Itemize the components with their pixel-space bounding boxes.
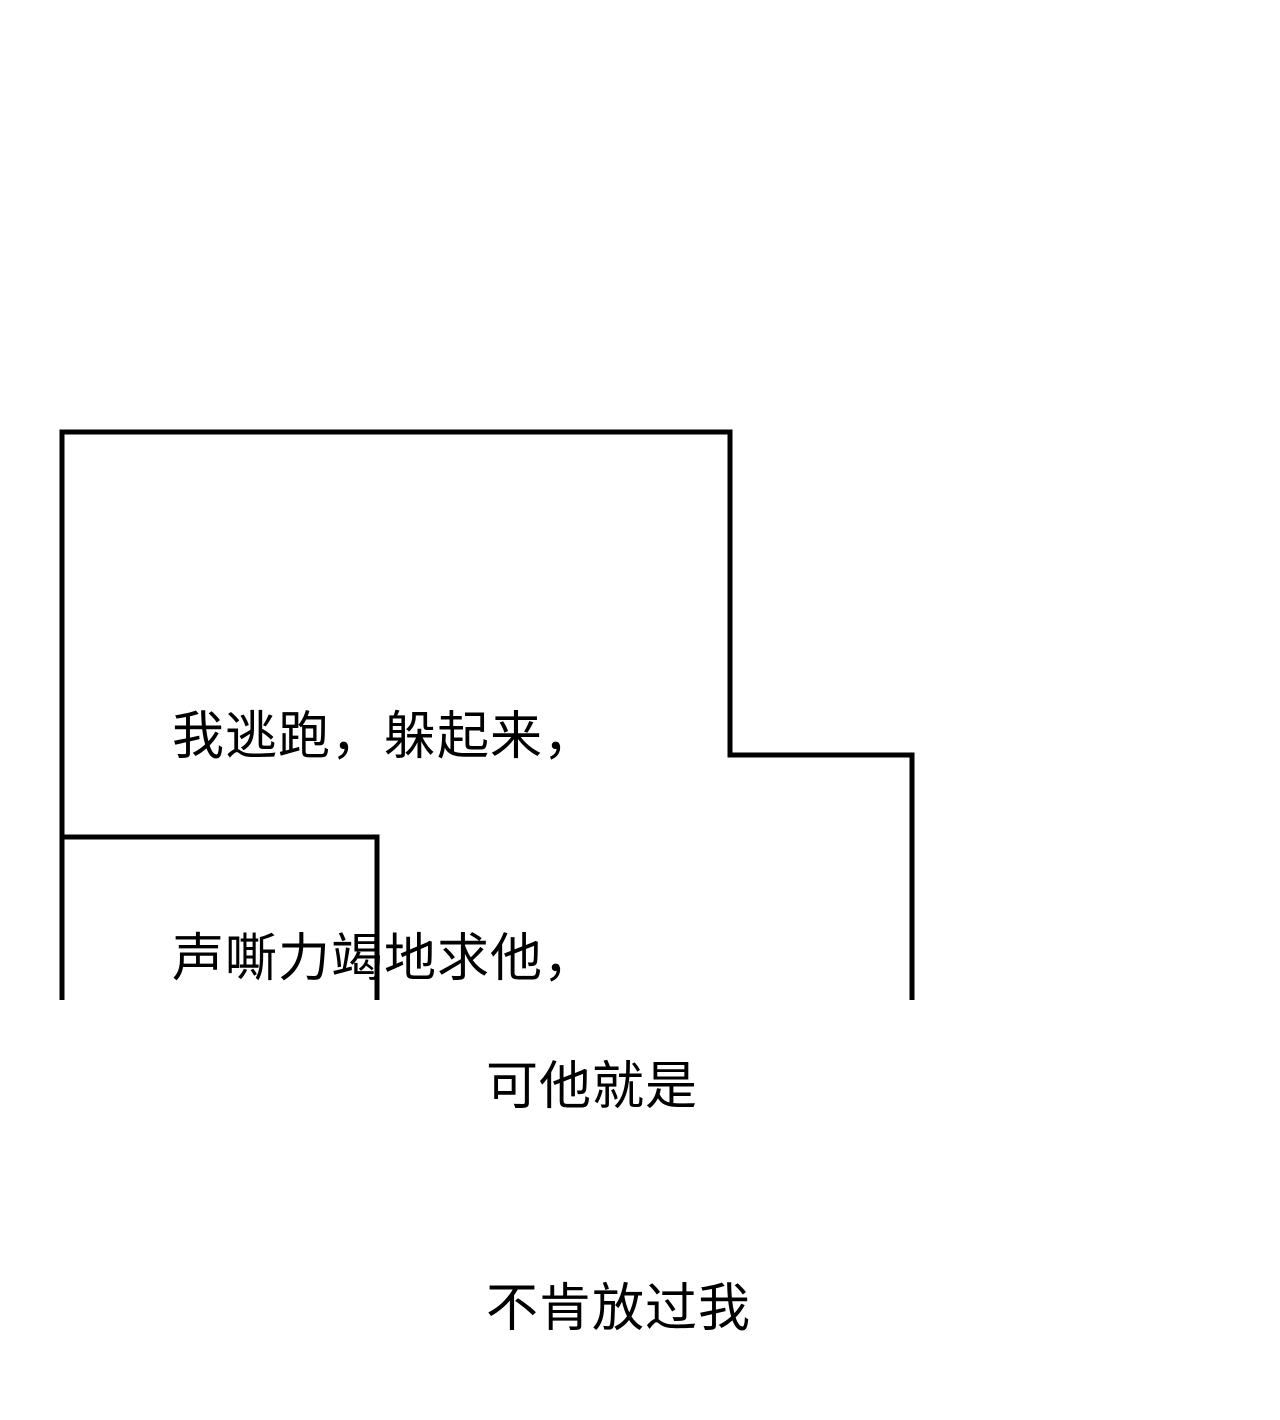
caption-line: 不肯放过我	[486, 1279, 752, 1339]
inner-step-path	[62, 834, 380, 1000]
text-box-outline	[59, 429, 915, 1000]
narration-caption-upper: 我逃跑，躲起来， 声嘶力竭地求他，	[172, 552, 596, 1070]
caption-line: 声嘶力竭地求他，	[172, 929, 597, 989]
caption-line: 我逃跑，躲起来，	[172, 707, 597, 767]
caption-line: 可他就是	[486, 1057, 699, 1117]
narration-caption-lower: 可他就是 不肯放过我	[486, 902, 751, 1420]
outline-path	[59, 429, 915, 1000]
